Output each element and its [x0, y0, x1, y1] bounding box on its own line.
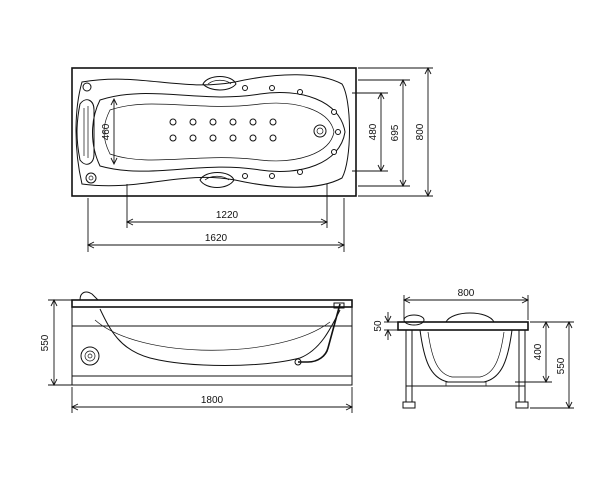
- dim-400-label: 400: [533, 343, 544, 360]
- dim-550-side-label: 550: [40, 334, 51, 351]
- grab-handle-icon: [294, 302, 345, 366]
- dim-50: 50: [373, 312, 398, 340]
- jet-cluster: [169, 118, 277, 142]
- side-view-basin-profile: [99, 308, 341, 366]
- side-view-front-panel: [71, 325, 353, 377]
- dim-550-end-label: 550: [556, 357, 567, 374]
- headrest-icon: [403, 314, 425, 326]
- dim-1220-label: 1220: [216, 210, 239, 221]
- dim-800-end: 800: [402, 288, 530, 320]
- dim-1800: 1800: [70, 387, 354, 413]
- dim-550-side: 550: [40, 298, 72, 387]
- control-panel-icon: [82, 82, 97, 184]
- headrest-icon: [76, 99, 95, 165]
- side-view-rim: [71, 299, 353, 308]
- headrest-icon: [79, 291, 99, 301]
- dim-50-label: 50: [373, 320, 384, 332]
- dim-1800-label: 1800: [201, 395, 224, 406]
- dim-1220: 1220: [125, 184, 329, 228]
- grab-handle-icon: [202, 76, 237, 91]
- dim-1620: 1620: [86, 198, 346, 252]
- dim-1620-label: 1620: [205, 233, 228, 244]
- dim-460: 460: [101, 97, 118, 166]
- end-view-basin: [419, 329, 513, 383]
- end-view-rim: [397, 321, 529, 331]
- side-jets: [242, 85, 341, 179]
- drain-icon: [313, 124, 327, 138]
- end-view-foot-right: [515, 401, 529, 409]
- dim-800-vertical: 800: [358, 66, 433, 198]
- top-view-basin-inner: [103, 102, 335, 162]
- top-view: 460 480 695 800: [71, 66, 433, 252]
- dim-800-end-label: 800: [458, 288, 475, 299]
- dim-695: 695: [358, 78, 410, 188]
- top-view-frame: [71, 67, 357, 197]
- end-view-frame: [405, 330, 526, 403]
- dim-800-vertical-label: 800: [415, 123, 426, 140]
- top-view-basin-outer: [92, 92, 346, 172]
- grab-handle-icon: [199, 172, 235, 188]
- dim-695-label: 695: [390, 124, 401, 141]
- side-view: 550 1800: [40, 291, 354, 413]
- control-panel-icon: [80, 346, 100, 366]
- dim-400: 400: [515, 320, 552, 384]
- grab-handle-icon: [445, 312, 495, 323]
- end-view-basin-inner: [427, 331, 505, 378]
- dim-460-label: 460: [101, 123, 112, 140]
- end-view-bottom-support: [445, 381, 487, 387]
- top-view-rim-outline: [75, 74, 350, 188]
- dim-550-end: 550: [530, 320, 574, 410]
- dim-480-label: 480: [368, 123, 379, 140]
- end-view: 800 50 400 550: [373, 288, 574, 410]
- side-view-body: [71, 306, 353, 386]
- dim-480: 480: [352, 91, 388, 173]
- side-view-water-line: [94, 319, 331, 351]
- end-view-foot-left: [402, 401, 416, 409]
